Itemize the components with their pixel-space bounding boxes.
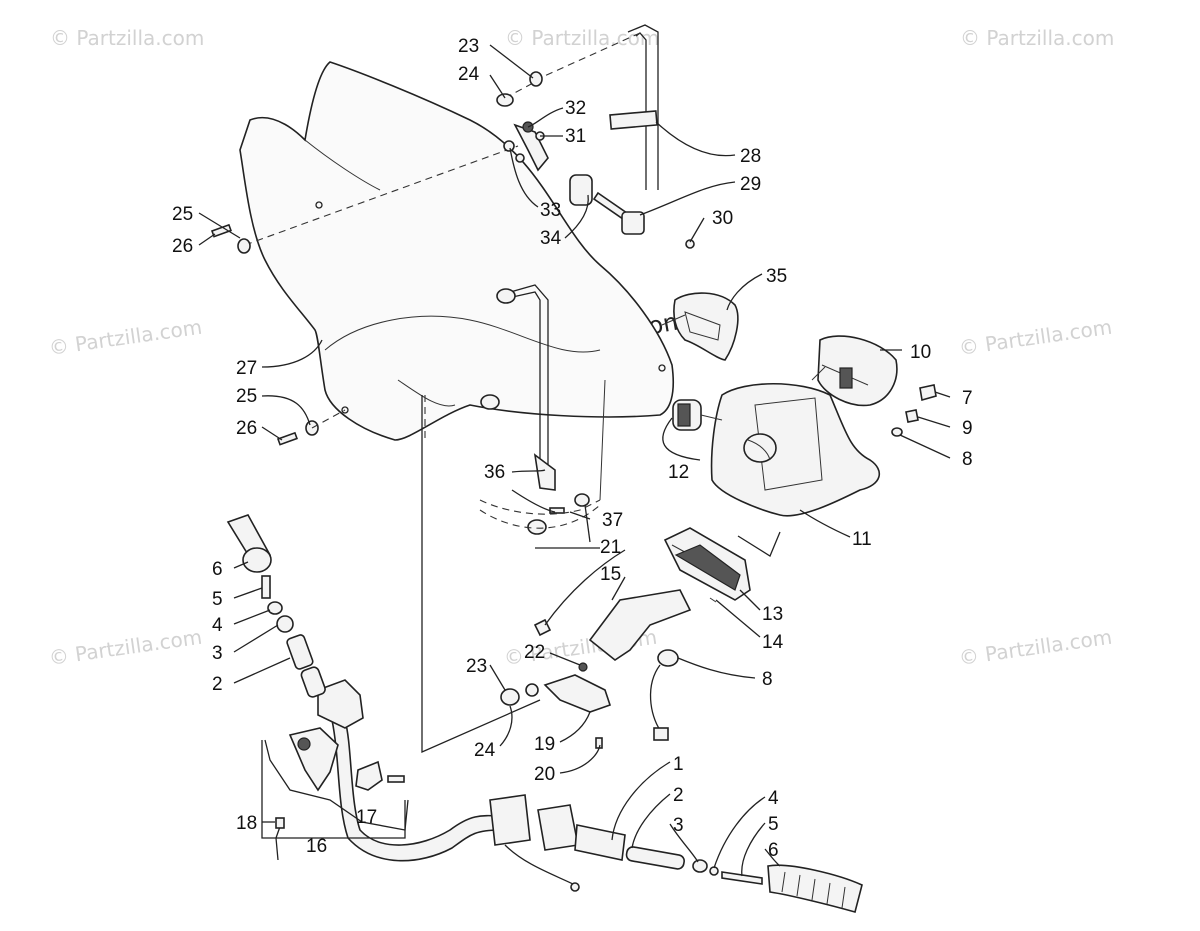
- callout-36: 36: [484, 462, 505, 483]
- callout-30: 30: [712, 208, 733, 229]
- right-grip-part: [692, 859, 863, 913]
- callout-26: 26: [236, 418, 257, 439]
- callout-6: 6: [212, 559, 223, 580]
- watermark: © Partzilla.com: [47, 625, 203, 670]
- bezel-part: [663, 527, 751, 603]
- watermark: © Partzilla.com: [957, 315, 1113, 360]
- callout-24: 24: [474, 740, 496, 761]
- callout-12: 12: [668, 462, 689, 483]
- callout-5: 5: [768, 814, 779, 835]
- watermark: © Partzilla.com: [50, 26, 204, 50]
- callout-25: 25: [172, 204, 193, 225]
- sensor-part: [649, 649, 679, 741]
- callout-26: 26: [172, 236, 193, 257]
- callout-4: 4: [768, 788, 779, 809]
- hardware-top: [210, 71, 549, 446]
- callout-4: 4: [212, 615, 223, 636]
- callout-9: 9: [962, 418, 973, 439]
- callout-16: 16: [306, 836, 327, 857]
- instrument-pod-part: [710, 335, 937, 517]
- guide-lines: [261, 395, 541, 839]
- callout-31: 31: [565, 126, 586, 147]
- callout-29: 29: [740, 174, 761, 195]
- callout-34: 34: [540, 228, 562, 249]
- watermark: © Partzilla.com: [47, 315, 203, 360]
- callout-14: 14: [762, 632, 784, 653]
- mount-rod-part: [244, 24, 695, 249]
- watermark: © Partzilla.com: [505, 26, 659, 50]
- callout-22: 22: [524, 642, 545, 663]
- callout-27: 27: [236, 358, 257, 379]
- callout-18: 18: [236, 813, 257, 834]
- windshield-part: [239, 61, 675, 441]
- callout-2: 2: [673, 785, 684, 806]
- right-control-part: [489, 794, 685, 892]
- left-control-part: [226, 514, 409, 861]
- callout-21: 21: [600, 537, 621, 558]
- callout-10: 10: [910, 342, 931, 363]
- watermark: © Partzilla.com: [960, 26, 1114, 50]
- callout-37: 37: [602, 510, 623, 531]
- callout-24: 24: [458, 64, 480, 85]
- callout-7: 7: [962, 388, 973, 409]
- callout-23: 23: [458, 36, 479, 57]
- callout-15: 15: [600, 564, 621, 585]
- callout-13: 13: [762, 604, 783, 625]
- callout-23: 23: [466, 656, 487, 677]
- knob-part: [672, 399, 777, 463]
- callout-28: 28: [740, 146, 761, 167]
- callout-3: 3: [212, 643, 223, 664]
- callout-25: 25: [236, 386, 257, 407]
- switch-housing-part: [661, 292, 739, 361]
- callout-8: 8: [962, 449, 973, 470]
- callout-6: 6: [768, 840, 779, 861]
- mount-plate-part: [500, 662, 612, 749]
- leader-lines: [198, 44, 951, 877]
- callout-33: 33: [540, 200, 561, 221]
- callout-11: 11: [852, 529, 872, 550]
- callout-3: 3: [673, 815, 684, 836]
- watermark: © Partzilla.com: [957, 625, 1113, 670]
- callout-labels: 23 24 32 31 28 29 30 33 34 25 26 35 27 2…: [172, 36, 973, 861]
- callout-17: 17: [356, 807, 377, 828]
- callout-5: 5: [212, 589, 223, 610]
- callout-2: 2: [212, 674, 223, 695]
- callout-35: 35: [766, 266, 787, 287]
- callout-8: 8: [762, 669, 773, 690]
- bracket-plate-part: [533, 531, 781, 661]
- callout-32: 32: [565, 98, 586, 119]
- callout-19: 19: [534, 734, 555, 755]
- callout-20: 20: [534, 764, 555, 785]
- callout-1: 1: [673, 754, 684, 775]
